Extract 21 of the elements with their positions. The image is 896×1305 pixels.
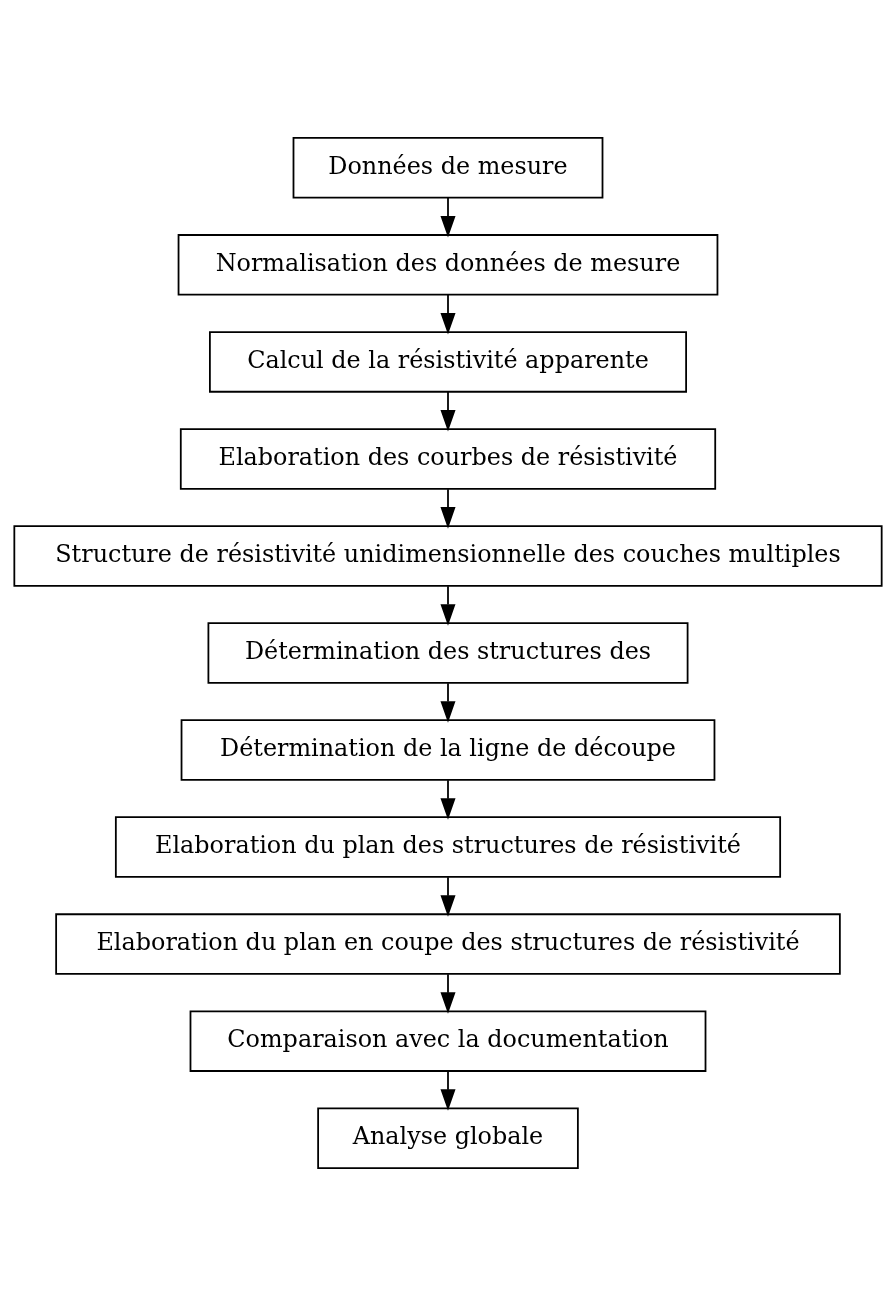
node-box: Détermination de la ligne de découpe [180, 718, 716, 781]
arrow [440, 293, 456, 335]
node-box: Elaboration du plan des structures de résistivité [114, 815, 782, 878]
arrow [440, 1069, 456, 1111]
node-box: Normalisation des données de mesure [177, 233, 719, 296]
node-box: Comparaison avec la documentation [189, 1009, 707, 1072]
arrow [440, 875, 456, 917]
node-box: Détermination des structures des [207, 621, 689, 684]
arrow [440, 778, 456, 820]
arrow [440, 196, 456, 237]
node-box: Données de mesure [292, 136, 604, 199]
node-box: Elaboration des courbes de résistivité [179, 427, 717, 490]
node-box: Structure de résistivité unidimensionnelle des couches multiples [13, 524, 883, 587]
node-box: Calcul de la résistivité apparente [209, 330, 687, 393]
arrow [440, 584, 456, 626]
arrow [440, 390, 456, 432]
node-box: Analyse globale [317, 1106, 579, 1169]
arrow [440, 487, 456, 529]
node-box: Elaboration du plan en coupe des structures de résistivité [55, 912, 841, 975]
arrow [440, 972, 456, 1014]
arrow [440, 681, 456, 723]
